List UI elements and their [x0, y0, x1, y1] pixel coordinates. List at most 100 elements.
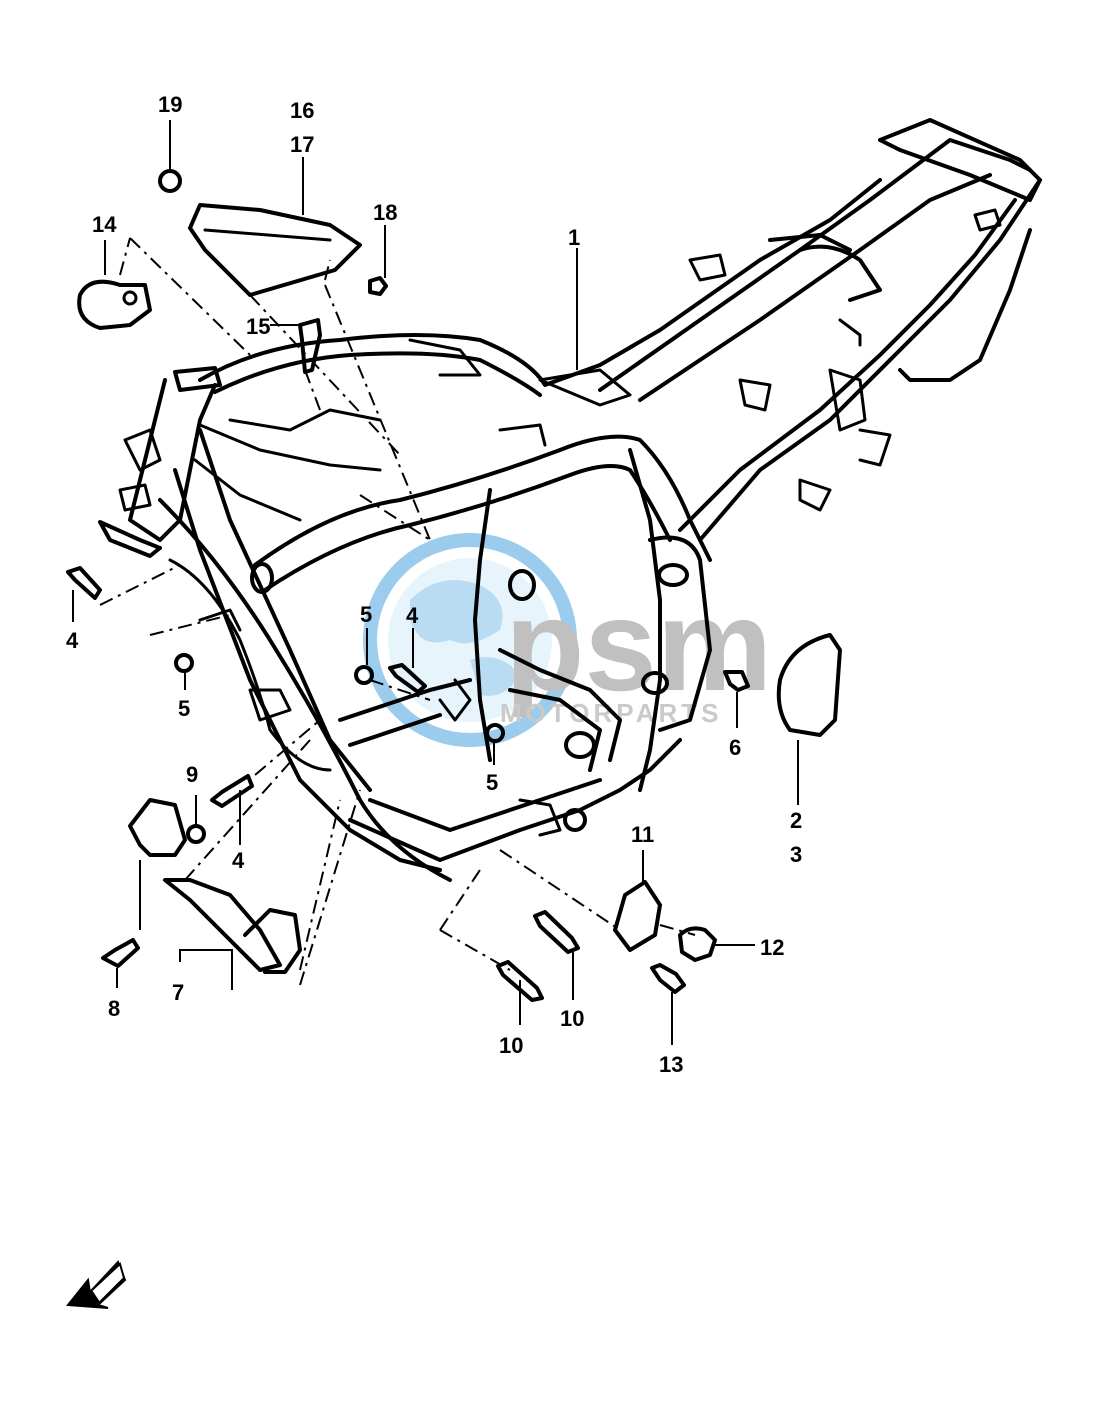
callout-11: 11: [631, 822, 654, 847]
front-direction-arrow-icon: [66, 1260, 127, 1309]
leader-7b: [179, 949, 233, 990]
swingarm-pivot-bracket: [498, 648, 622, 762]
engine-mount-hole-1: [657, 563, 689, 587]
nut-5-left: [174, 653, 194, 673]
phantom-15b: [304, 369, 321, 411]
phantom-11: [499, 849, 621, 931]
front-brace-2: [193, 458, 302, 522]
watermark-continent: [410, 580, 503, 644]
rear-tab-7: [798, 478, 832, 512]
watermark: psm MOTORPARTS: [363, 533, 772, 747]
bushing-12: [678, 926, 717, 962]
phantom-7a: [184, 739, 311, 881]
callout-4-center: 4: [406, 603, 419, 628]
watermark-globe: [388, 558, 552, 722]
cap-14: [77, 279, 152, 330]
callout-10-lower: 10: [499, 1033, 523, 1058]
lower-crossbar-2: [348, 713, 442, 747]
phantom-10: [439, 929, 511, 971]
callout-3: 3: [790, 842, 802, 867]
front-brace-3: [228, 408, 382, 432]
callout-5-right: 5: [486, 770, 498, 795]
rear-tab-5: [828, 368, 867, 432]
callout-13: 13: [659, 1052, 683, 1077]
plate-2-3: [776, 633, 842, 737]
callout-9: 9: [186, 762, 198, 787]
lower-cradle-inner: [368, 778, 602, 832]
callout-5-left: 5: [178, 696, 190, 721]
engine-mount-hole-3: [508, 569, 536, 601]
bracket-7-lower: [163, 878, 282, 972]
rear-lower-mount: [518, 798, 562, 837]
center-lower-mount: [438, 678, 472, 722]
front-downtube-inner: [198, 428, 372, 792]
phantom-14b: [119, 237, 131, 276]
lower-left-mount: [248, 688, 292, 722]
watermark-globe-ring: [363, 533, 577, 747]
phantom-12: [659, 924, 696, 936]
watermark-continent-2: [470, 657, 520, 696]
bolt-6: [723, 670, 750, 692]
callout-6: 6: [729, 735, 741, 760]
lower-left-curve: [168, 558, 332, 772]
steering-head-top: [173, 366, 222, 392]
rear-tab-2: [973, 208, 1002, 232]
head-ear-2: [118, 483, 152, 512]
center-plate-left: [473, 488, 492, 762]
front-downtube-outer: [173, 468, 442, 872]
rear-engine-plate: [648, 535, 712, 732]
center-gusset: [538, 368, 632, 407]
phantom-15: [324, 259, 331, 281]
steering-head-bottom: [98, 520, 162, 558]
phantom-4c: [254, 719, 321, 776]
callout-4-left: 4: [66, 628, 79, 653]
upper-rail-left-inner: [213, 351, 542, 397]
callout-4-lower: 4: [232, 848, 245, 873]
callout-5-center: 5: [360, 602, 372, 627]
bolt-4-lower: [210, 774, 254, 808]
leader-lines: [72, 120, 799, 1045]
bracket-7-end: [243, 908, 302, 974]
nut-5-center: [354, 665, 374, 685]
bracket-11: [613, 880, 662, 952]
center-tab: [498, 423, 547, 447]
cross-tube-outer: [253, 434, 712, 567]
upper-rail-left: [198, 178, 882, 387]
phantom-7b: [299, 789, 361, 986]
callout-10-upper: 10: [560, 1006, 584, 1031]
rear-cross-brace: [768, 233, 852, 252]
callouts: 1 2 3 4 4 4 5 5 5 6 7 8 9 10 10 11 12 13…: [66, 92, 802, 1077]
callout-16: 16: [290, 98, 314, 123]
callout-1: 1: [568, 225, 580, 250]
rear-subframe-lower-right: [698, 178, 1042, 542]
bracket-7-upper: [128, 798, 187, 857]
watermark-brand: psm: [505, 572, 772, 718]
phantom-cover-c: [359, 494, 431, 541]
top-rail-right: [598, 138, 1032, 392]
rear-tab-3: [838, 318, 862, 347]
nut-5-right: [485, 723, 505, 743]
top-rail-right-inner: [638, 173, 992, 402]
callout-14: 14: [92, 212, 117, 237]
callout-7: 7: [172, 980, 184, 1005]
phantom-10b: [439, 869, 481, 931]
bolt-18: [368, 276, 388, 296]
cover-16-17-line: [203, 228, 332, 242]
callout-17: 17: [290, 132, 314, 157]
bolt-15: [298, 318, 322, 374]
phantom-cover-a: [324, 284, 431, 541]
rear-crossmember: [798, 244, 882, 302]
bolt-10-lower: [496, 960, 544, 1002]
main-frame: [98, 118, 1042, 882]
arrow-highlight: [91, 1262, 126, 1303]
head-ear-1: [123, 428, 162, 472]
engine-mount-hole-2: [641, 671, 669, 695]
lower-left-tab: [198, 608, 242, 632]
bolt-4-left: [66, 566, 102, 600]
small-parts: [66, 169, 842, 1002]
callout-12: 12: [760, 935, 784, 960]
steering-head-tube: [128, 378, 217, 542]
front-brace-1: [198, 423, 382, 472]
callout-2: 2: [790, 808, 802, 833]
